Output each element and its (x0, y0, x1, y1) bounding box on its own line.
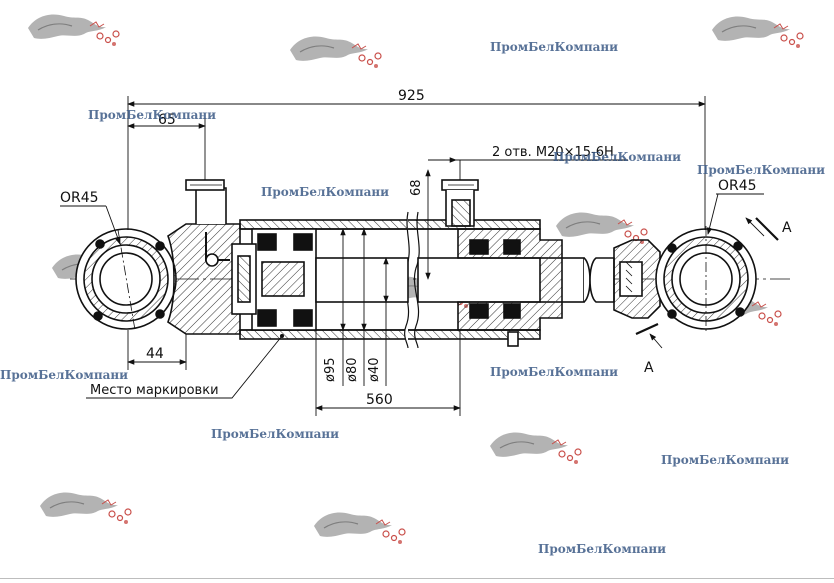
watermark-logo (711, 15, 804, 49)
watermark-text: ПромБелКомпани (697, 163, 826, 177)
watermark-logo (39, 491, 132, 525)
watermark-text: ПромБелКомпани (661, 453, 790, 467)
radius-right: OR45 (718, 178, 757, 194)
rear-cap (167, 179, 241, 335)
piston (231, 228, 317, 331)
watermark-text: ПромБелКомпани (0, 368, 129, 382)
watermark-text: ПромБелКомпани (490, 40, 619, 54)
front-port (441, 179, 479, 227)
dim-rod: ø40 (367, 358, 382, 383)
watermark-logo (489, 431, 582, 465)
dim-eye-offset: 65 (158, 112, 176, 128)
watermark-text: ПромБелКомпани (211, 427, 340, 441)
dim-port-spacing: 68 (409, 179, 424, 196)
break-line (413, 211, 420, 349)
bottom-divider (0, 578, 834, 579)
watermark-text: ПромБелКомпани (553, 150, 682, 164)
front-gland (457, 228, 563, 347)
watermark-logo (27, 13, 120, 47)
dim-bore-outer: ø80 (345, 358, 360, 383)
watermark-text: ПромБелКомпани (490, 365, 619, 379)
marking-label: Место маркировки (90, 383, 219, 398)
piston-rod (315, 257, 615, 303)
dim-stroke: 560 (366, 392, 393, 408)
thread-note: 2 отв. M20×15-6H (492, 145, 614, 160)
watermark-logo (289, 35, 382, 69)
watermark-text: ПромБелКомпани (538, 542, 667, 556)
dim-bore: ø95 (323, 358, 338, 383)
section-mark-top: A (782, 220, 792, 236)
dim-eye-width: 44 (146, 346, 164, 362)
radius-left: OR45 (60, 190, 99, 206)
watermark-text: ПромБелКомпани (88, 108, 217, 122)
rod-end (613, 239, 661, 319)
watermark-text: ПромБелКомпани (261, 185, 390, 199)
section-mark-bottom: A (644, 360, 654, 376)
dim-total-length: 925 (398, 88, 425, 104)
watermark-logo (313, 511, 406, 545)
